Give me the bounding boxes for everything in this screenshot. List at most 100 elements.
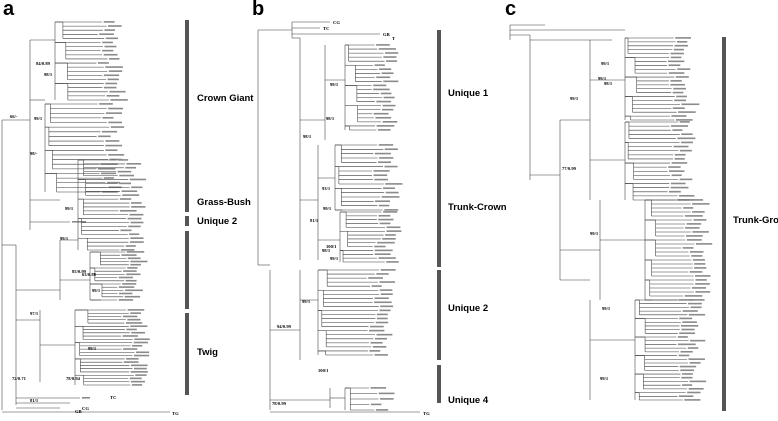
leaf-label — [670, 182, 686, 185]
support-value: 97/1 — [30, 311, 39, 316]
leaf-label — [676, 95, 687, 98]
leaf-label — [671, 115, 687, 117]
outgroup-label: TC — [323, 26, 329, 31]
support-value: 85/0.99 — [72, 269, 87, 274]
leaf-label — [668, 64, 681, 67]
support-value: 98/1 — [604, 81, 613, 86]
leaf-label — [101, 172, 117, 175]
leaf-label — [105, 149, 118, 152]
leaf-label — [373, 174, 388, 177]
leaf-label — [679, 149, 692, 152]
leaf-label — [680, 350, 693, 353]
leaf-label — [377, 241, 395, 244]
support-value: 98/1 — [303, 134, 312, 139]
leaf-label — [123, 361, 139, 363]
leaf-label — [130, 237, 144, 239]
leaf-label — [375, 200, 391, 203]
clade-bar-unique-4 — [437, 365, 441, 403]
leaf-label — [682, 247, 694, 249]
leaf-label — [131, 384, 143, 386]
leaf-label — [384, 209, 399, 211]
leaf-label — [681, 133, 693, 136]
leaf-label — [130, 380, 145, 383]
leaf-label — [127, 318, 141, 321]
clade-label-grass-bush: Grass-Bush — [197, 197, 251, 208]
leaf-label — [118, 276, 134, 279]
outgroup-label: TG — [172, 411, 179, 416]
leaf-label — [691, 199, 704, 201]
support-value: 98/1 — [44, 72, 53, 77]
leaf-label — [130, 325, 148, 328]
leaf-label — [126, 358, 139, 360]
leaf-label — [689, 271, 703, 273]
leaf-label — [682, 321, 697, 323]
leaf-label — [374, 64, 385, 66]
leaf-label — [374, 152, 391, 155]
outgroup-label: CG — [82, 406, 89, 411]
leaf-label — [373, 170, 390, 172]
leaf-label — [125, 289, 143, 292]
clade-label-unique-4: Unique 4 — [448, 395, 489, 406]
leaf-label — [98, 135, 111, 138]
clade-label-twig: Twig — [197, 347, 218, 358]
leaf-label — [127, 309, 145, 311]
leaf-label — [383, 80, 399, 83]
leaf-label — [109, 158, 122, 161]
leaf-label — [672, 107, 685, 109]
leaf-label — [108, 70, 123, 72]
tree-panel-b: CGTCGBTTG98/198/199/181/193/199/1100/198… — [257, 20, 430, 416]
leaf-label — [126, 163, 142, 165]
leaf-label — [374, 301, 392, 304]
leaf-label — [103, 74, 120, 77]
leaf-label — [125, 166, 137, 169]
leaf-label — [695, 283, 710, 285]
leaf-label — [380, 293, 393, 295]
leaf-label — [679, 317, 693, 320]
clade-bar-unique-1 — [437, 30, 441, 182]
leaf-label — [378, 214, 391, 217]
leaf-label — [130, 263, 141, 266]
leaf-label — [128, 225, 141, 228]
leaf-label — [380, 305, 394, 308]
leaf-label — [122, 335, 138, 337]
leaf-label — [129, 178, 147, 181]
leaf-label — [675, 76, 689, 78]
leaf-label — [373, 84, 387, 87]
leaf-label — [127, 267, 138, 269]
leaf-label — [106, 94, 120, 97]
outgroup-label: GB — [383, 32, 390, 37]
leaf-label — [382, 238, 396, 240]
panel-a-letter: a — [3, 0, 15, 20]
leaf-label — [692, 231, 709, 233]
leaf-label — [130, 371, 148, 373]
leaf-label — [72, 221, 86, 223]
leaf-label — [374, 253, 391, 256]
leaf-label — [375, 409, 389, 411]
leaf-label — [685, 235, 703, 237]
leaf-label — [677, 68, 691, 70]
leaf-label — [678, 299, 694, 301]
leaf-label — [678, 111, 696, 113]
leaf-label — [688, 302, 702, 305]
leaf-label — [123, 270, 137, 272]
leaf-label — [119, 174, 134, 177]
leaf-label — [126, 251, 145, 253]
leaf-label — [383, 211, 398, 213]
leaf-label — [380, 269, 396, 271]
leaf-label — [129, 241, 144, 243]
leaf-label — [693, 219, 707, 221]
leaf-label — [119, 209, 137, 212]
leaf-label — [130, 364, 148, 367]
support-value: 98/1 — [322, 248, 331, 253]
clade-bar-unique-2-b — [437, 270, 441, 360]
leaf-label — [672, 129, 683, 131]
leaf-label — [370, 387, 387, 389]
leaf-label — [105, 112, 122, 114]
leaf-label — [695, 243, 713, 245]
leaf-label — [105, 66, 123, 68]
clade-label-trunk-crown: Trunk-Crown — [448, 202, 507, 213]
leaf-label — [104, 29, 116, 31]
leaf-label — [672, 91, 684, 94]
support-value: 99/1 — [570, 96, 579, 101]
